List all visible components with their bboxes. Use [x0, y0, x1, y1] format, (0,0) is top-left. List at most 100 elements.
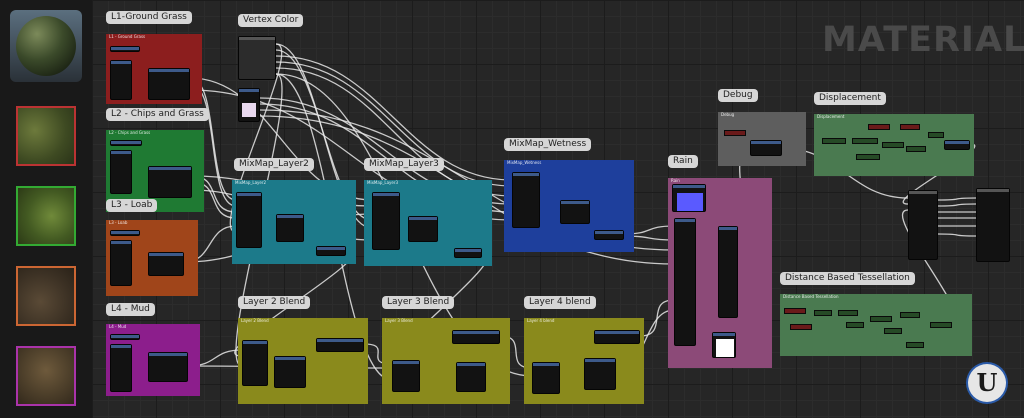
displacement-tag-6[interactable] — [856, 154, 880, 160]
displacement-tag-8[interactable] — [928, 132, 944, 138]
mud-texture[interactable] — [16, 346, 76, 406]
bubble-l4-mud[interactable]: L4 - Mud — [106, 303, 155, 316]
comment-title: Displacement — [817, 114, 845, 119]
tessellation-tag-10[interactable] — [930, 322, 952, 328]
comment-title: L2 - Chips and Grass — [109, 130, 151, 135]
displacement-tag-5[interactable] — [900, 124, 920, 130]
tessellation-tag-2[interactable] — [814, 310, 832, 316]
comment-title: L1 - Ground Grass — [109, 34, 146, 39]
wetness-lerp-node[interactable] — [560, 200, 590, 224]
vertex-color-node[interactable] — [238, 36, 276, 80]
wire — [937, 203, 977, 207]
rain-mask-node[interactable] — [712, 332, 736, 358]
blend4-input-node[interactable] — [532, 362, 560, 394]
material-attributes-node[interactable] — [908, 190, 938, 260]
mixmap2-input-node[interactable] — [236, 192, 262, 248]
bubble-mixmap-layer2[interactable]: MixMap_Layer2 — [234, 158, 314, 171]
preview-sphere[interactable] — [10, 10, 82, 82]
mixmap3-input-node[interactable] — [372, 192, 400, 250]
displacement-tag-4[interactable] — [882, 142, 904, 148]
l4-layer-function[interactable] — [148, 352, 188, 382]
tessellation-tag-7[interactable] — [884, 328, 902, 334]
displacement-tag-3[interactable] — [868, 124, 890, 130]
comment-title: L3 - Loab — [109, 220, 128, 225]
rain-params-node[interactable] — [674, 218, 696, 346]
debug-param-tag[interactable] — [724, 130, 746, 136]
tessellation-tag-8[interactable] — [900, 312, 920, 318]
l2-texture-node-1[interactable] — [110, 140, 142, 146]
l1-texture-node-1[interactable] — [110, 46, 140, 52]
comment-title: Debug — [721, 112, 735, 117]
bubble-mixmap-wetness[interactable]: MixMap_Wetness — [504, 138, 592, 151]
blend2-lerp-node[interactable] — [274, 356, 306, 388]
bubble-layer2-blend[interactable]: Layer 2 Blend — [238, 296, 311, 309]
rain-color-swatch — [677, 193, 703, 211]
displacement-tag-1[interactable] — [822, 138, 846, 144]
bubble-rain[interactable]: Rain — [668, 155, 698, 168]
mixmap3-output-node[interactable] — [454, 248, 482, 258]
tessellation-tag-1[interactable] — [784, 308, 806, 314]
l1-texture-node-2[interactable] — [110, 60, 132, 100]
material-output-node[interactable] — [976, 188, 1010, 262]
blend3-input-node[interactable] — [392, 360, 420, 392]
comment-title: L4 - Mud — [109, 324, 127, 329]
displacement-tag-7[interactable] — [906, 146, 926, 152]
l2-layer-function[interactable] — [148, 166, 192, 198]
blend4-lerp-node[interactable] — [584, 358, 616, 390]
bubble-distance-based-tessellation[interactable]: Distance Based Tessellation — [780, 272, 915, 285]
wire — [937, 233, 977, 237]
l4-texture-node-2[interactable] — [110, 344, 132, 392]
tessellation-tag-4[interactable] — [790, 324, 812, 330]
bubble-vertex-color[interactable]: Vertex Color — [238, 14, 304, 27]
blend3-lerp-node[interactable] — [456, 362, 486, 392]
loab-texture[interactable] — [16, 266, 76, 326]
displacement-tag-2[interactable] — [852, 138, 878, 144]
rain-color-node[interactable] — [672, 184, 706, 212]
wire — [937, 197, 977, 201]
l1-layer-function[interactable] — [148, 68, 190, 100]
l3-texture-node-1[interactable] — [110, 230, 140, 236]
unreal-logo: U — [968, 364, 1006, 402]
vertex-preview-swatch — [242, 103, 256, 117]
wetness-output-node[interactable] — [594, 230, 624, 240]
rain-combine-node[interactable] — [718, 226, 738, 318]
wetness-input-node[interactable] — [512, 172, 540, 228]
tessellation-tag-6[interactable] — [870, 316, 892, 322]
comment-debug[interactable]: Debug — [718, 112, 806, 166]
wire — [275, 61, 513, 187]
l3-layer-function[interactable] — [148, 252, 184, 276]
texture-sidebar — [0, 0, 93, 418]
chips-and-grass-texture[interactable] — [16, 186, 76, 246]
blend3-output-node[interactable] — [452, 330, 500, 344]
tessellation-tag-5[interactable] — [846, 322, 864, 328]
comment-title: MixMap_Layer2 — [235, 180, 267, 185]
bubble-l1-ground-grass[interactable]: L1-Ground Grass — [106, 11, 192, 24]
bubble-debug[interactable]: Debug — [718, 89, 758, 102]
comment-title: Layer 4 blend — [527, 318, 555, 323]
bubble-layer4-blend[interactable]: Layer 4 blend — [524, 296, 596, 309]
debug-switch-node[interactable] — [750, 140, 782, 156]
bubble-displacement[interactable]: Displacement — [814, 92, 886, 105]
tessellation-tag-3[interactable] — [838, 310, 858, 316]
tessellation-tag-9[interactable] — [906, 342, 924, 348]
ground-grass-texture[interactable] — [16, 106, 76, 166]
blend2-input-node[interactable] — [242, 340, 268, 386]
blend2-output-node[interactable] — [316, 338, 364, 352]
mixmap2-output-node[interactable] — [316, 246, 346, 256]
bubble-l3-loab[interactable]: L3 - Loab — [106, 199, 158, 212]
l4-texture-node-1[interactable] — [110, 334, 140, 340]
bubble-l2-chips-and-grass[interactable]: L2 - Chips and Grass — [106, 108, 209, 121]
l2-texture-node-2[interactable] — [110, 150, 132, 194]
bubble-mixmap-layer3[interactable]: MixMap_Layer3 — [364, 158, 444, 171]
wire — [229, 43, 283, 233]
vertex-preview-node[interactable] — [238, 88, 260, 122]
bubble-layer3-blend[interactable]: Layer 3 Blend — [382, 296, 455, 309]
wire — [275, 55, 513, 181]
l3-texture-node-2[interactable] — [110, 240, 132, 286]
material-watermark: MATERIAL — [822, 20, 1024, 60]
mixmap2-lerp-node[interactable] — [276, 214, 304, 242]
mixmap3-lerp-node[interactable] — [408, 216, 438, 242]
blend4-output-node[interactable] — [594, 330, 640, 344]
displacement-output-node[interactable] — [944, 140, 970, 150]
